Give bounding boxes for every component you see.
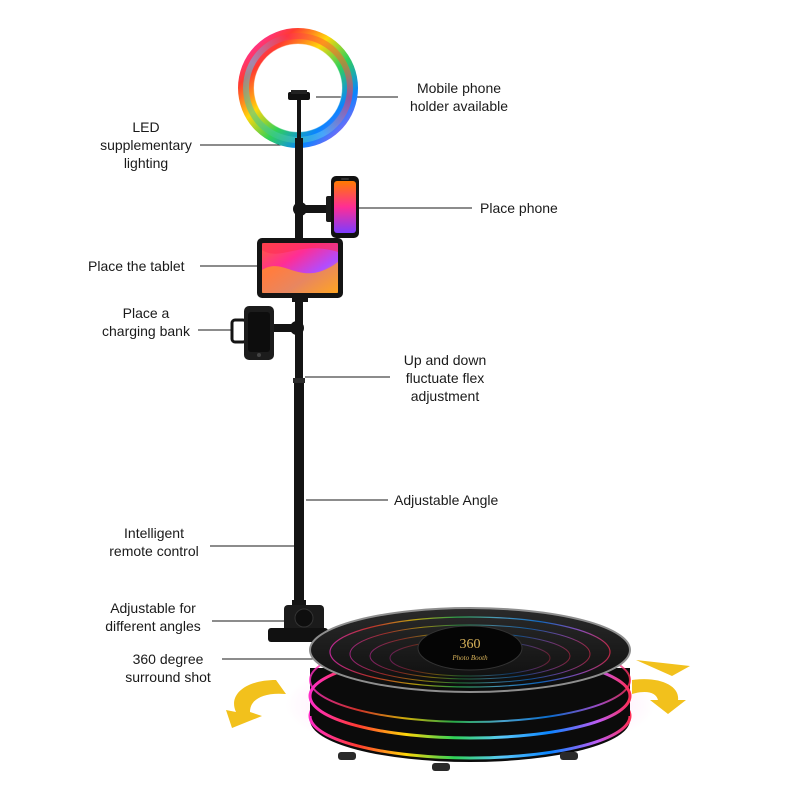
label-place-tablet: Place the tablet — [88, 257, 185, 275]
label-flex-adjustment: Up and down fluctuate flex adjustment — [384, 351, 506, 405]
label-line: adjustment — [410, 388, 480, 404]
label-line: charging bank — [102, 323, 190, 339]
platform-feet — [338, 752, 578, 771]
stand-base — [268, 605, 328, 642]
label-line: supplementary — [100, 137, 192, 153]
label-line: remote control — [109, 543, 199, 559]
label-line: Place a — [122, 305, 170, 321]
label-adjustable-angle: Adjustable Angle — [394, 491, 498, 509]
label-line: Place the tablet — [88, 258, 185, 274]
label-surround-shot: 360 degree surround shot — [110, 650, 226, 686]
label-line: different angles — [105, 618, 201, 634]
label-line: holder available — [409, 98, 509, 114]
label-line: Mobile phone — [416, 80, 502, 96]
label-mobile-phone-holder: Mobile phone holder available — [398, 79, 520, 115]
label-line: Adjustable for — [110, 600, 196, 616]
rotation-arrow-right-icon — [632, 660, 690, 714]
label-line: Adjustable Angle — [394, 492, 499, 508]
tablet-holder — [257, 238, 343, 302]
label-charging-bank: Place a charging bank — [92, 304, 200, 340]
label-line: 360 degree — [132, 651, 204, 667]
label-remote-control: Intelligent remote control — [96, 524, 212, 560]
charging-bank-holder — [230, 306, 304, 360]
phone-clamp — [293, 176, 359, 238]
label-line: lighting — [123, 155, 169, 171]
label-line: Up and down — [403, 352, 487, 368]
label-line: fluctuate flex — [405, 370, 485, 386]
rotation-arrow-left-icon — [226, 680, 286, 728]
label-line: Intelligent — [124, 525, 184, 541]
mobile-phone-holder — [288, 90, 310, 138]
label-different-angles: Adjustable for different angles — [94, 599, 212, 635]
label-line: surround shot — [125, 669, 211, 685]
rotating-platform — [285, 607, 655, 762]
label-line: LED — [132, 119, 160, 135]
label-led-lighting: LED supplementary lighting — [86, 118, 206, 172]
platform-logo-number: 360 — [460, 637, 481, 652]
leader-lines — [198, 96, 472, 660]
label-place-phone: Place phone — [480, 199, 558, 217]
platform-logo-text: Photo Booth — [451, 654, 488, 662]
label-line: Place phone — [480, 200, 558, 216]
